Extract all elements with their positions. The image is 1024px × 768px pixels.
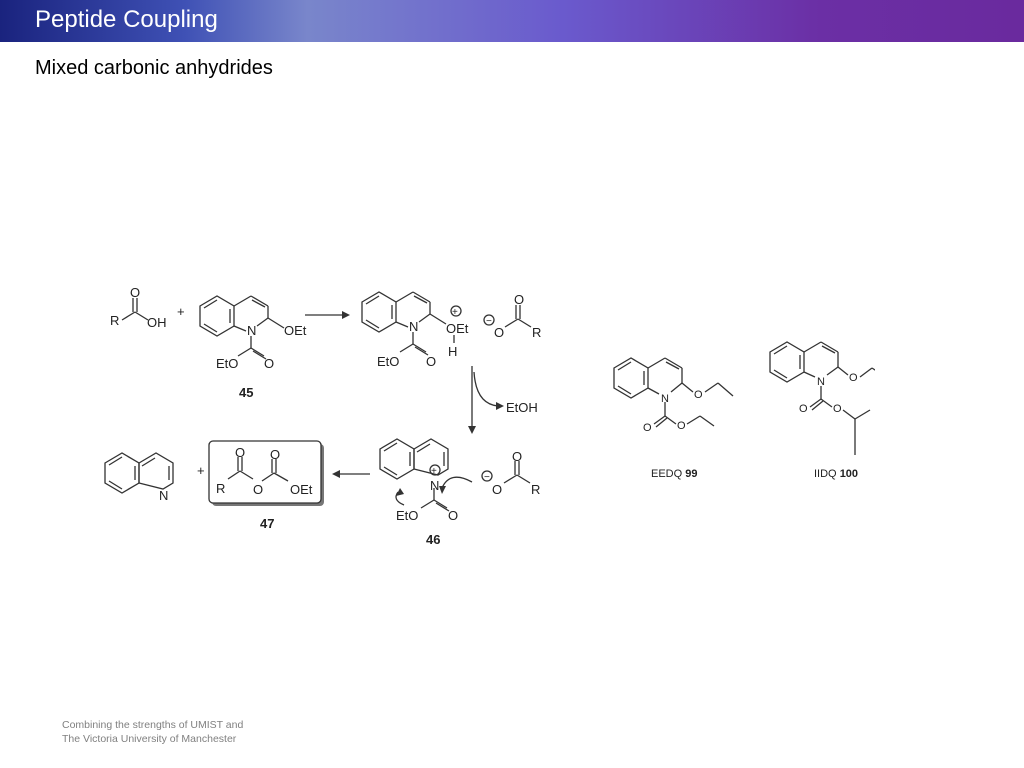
- minus-charge: −: [484, 472, 490, 483]
- eedq-number: 99: [685, 468, 697, 480]
- label-o: O: [494, 325, 504, 340]
- label-o: O: [448, 508, 458, 523]
- compound-46-label: 46: [426, 532, 440, 547]
- label-eto: EtO: [216, 356, 238, 371]
- label-n: N: [409, 319, 418, 334]
- label-o: O: [512, 449, 522, 464]
- label-o: O: [849, 372, 858, 384]
- label-o: O: [799, 403, 808, 415]
- slide-title: Peptide Coupling: [35, 6, 218, 33]
- footer-line-1: Combining the strengths of UMIST and: [62, 719, 244, 731]
- iidq-name: IIDQ: [814, 468, 837, 480]
- label-oet: OEt: [290, 482, 313, 497]
- label-h: H: [448, 344, 457, 359]
- label-o: O: [643, 422, 652, 434]
- label-o: O: [677, 420, 686, 432]
- quinoline: [104, 452, 174, 494]
- label-n: N: [247, 323, 256, 338]
- label-r: R: [532, 325, 541, 340]
- label-o: O: [253, 482, 263, 497]
- eedq-structure: [613, 357, 734, 428]
- label-plus: +: [177, 304, 185, 319]
- label-eto: EtO: [396, 508, 418, 523]
- compound-45: [199, 295, 285, 360]
- label-eto: EtO: [377, 354, 399, 369]
- compound-45-label: 45: [239, 385, 253, 400]
- label-etoh: EtOH: [506, 400, 538, 415]
- label-o: O: [426, 354, 436, 369]
- plus-charge: +: [452, 307, 458, 318]
- label-o: O: [235, 445, 245, 460]
- label-oet: OEt: [446, 321, 469, 336]
- label-oh: OH: [147, 315, 167, 330]
- footer: Combining the strengths of UMIST and The…: [62, 718, 243, 746]
- label-o: O: [264, 356, 274, 371]
- label-o: O: [130, 285, 140, 300]
- elimination-arrow: [471, 366, 499, 426]
- label-o: O: [514, 292, 524, 307]
- slide-subtitle: Mixed carbonic anhydrides: [35, 57, 273, 79]
- label-n: N: [817, 376, 825, 388]
- iidq-number: 100: [840, 468, 858, 480]
- label-r: R: [216, 481, 225, 496]
- protonated-intermediate: [361, 291, 532, 356]
- label-o: O: [833, 403, 842, 415]
- iidq-structure: [769, 341, 904, 455]
- label-n: N: [430, 478, 439, 493]
- eedq-label: EEDQ 99: [651, 468, 698, 480]
- label-o: O: [270, 447, 280, 462]
- label-o: O: [694, 389, 703, 401]
- label-r: R: [531, 482, 540, 497]
- title-bar: Peptide Coupling: [0, 0, 1024, 42]
- compound-46: [379, 438, 531, 512]
- carboxylic-acid: [121, 298, 149, 321]
- iidq-label: IIDQ 100: [814, 468, 858, 480]
- footer-line-2: The Victoria University of Manchester: [62, 733, 237, 745]
- label-plus: +: [197, 463, 205, 478]
- minus-charge: −: [486, 316, 492, 327]
- plus-charge: +: [431, 466, 437, 477]
- eedq-name: EEDQ: [651, 468, 683, 480]
- label-o: O: [492, 482, 502, 497]
- reaction-scheme-svg: R OH O + N OEt EtO O 45 N OEt H + EtO O …: [104, 285, 904, 547]
- compound-47-structure: [227, 457, 289, 482]
- compound-47-label: 47: [260, 516, 274, 531]
- label-r: R: [110, 313, 119, 328]
- reaction-scheme: R OH O + N OEt EtO O 45 N OEt H + EtO O …: [95, 270, 904, 565]
- label-oet: OEt: [284, 323, 307, 338]
- label-n: N: [159, 488, 168, 503]
- label-n: N: [661, 393, 669, 405]
